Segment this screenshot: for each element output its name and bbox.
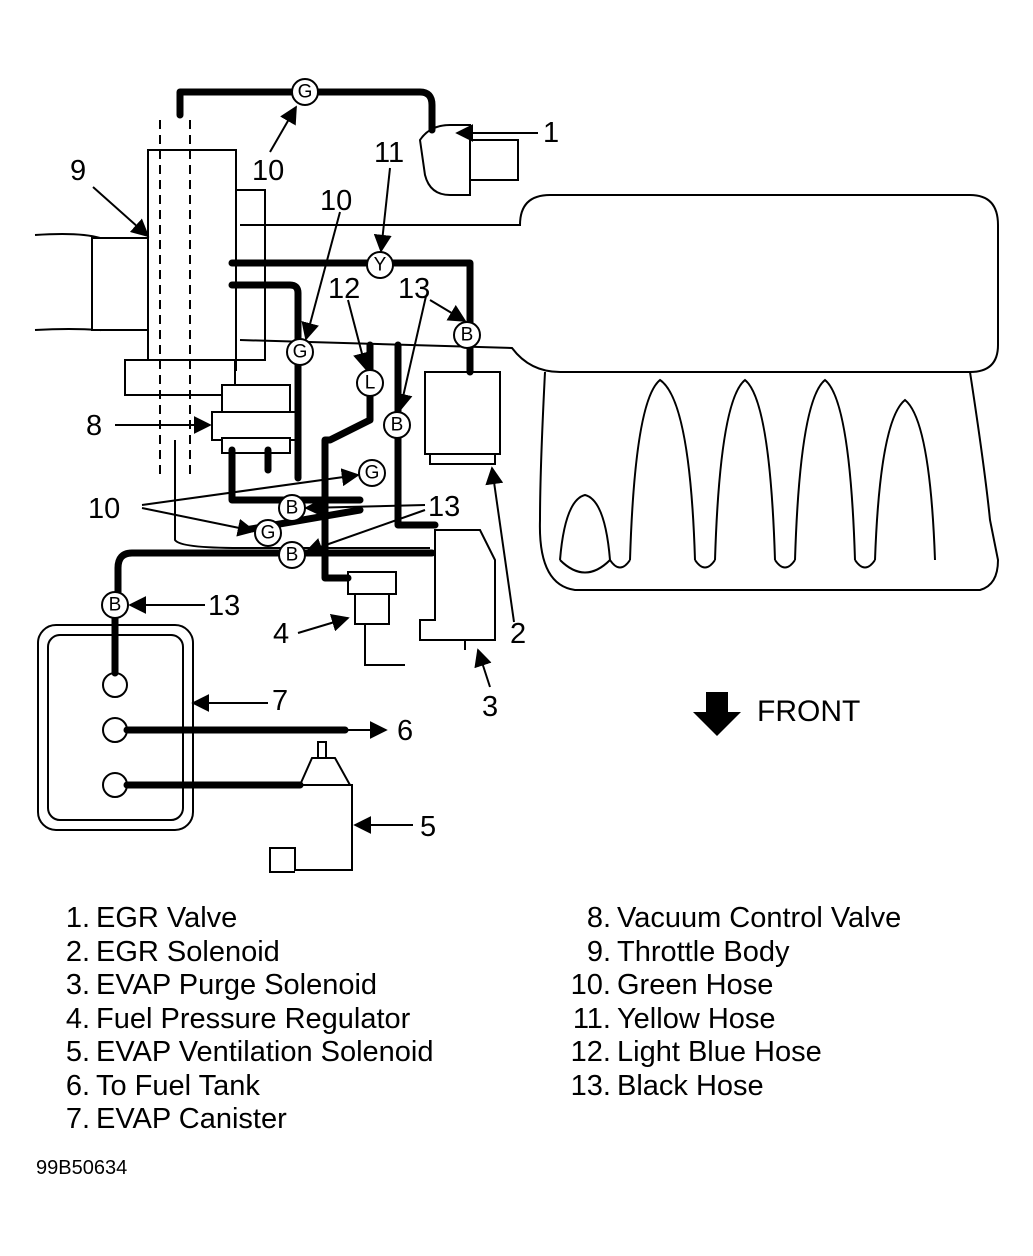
callout-4: 4 (273, 618, 289, 650)
hose-marker-light-blue: L (356, 369, 384, 397)
hose-marker-black: B (453, 321, 481, 349)
evap-ventilation-solenoid (269, 741, 353, 873)
legend-item: 5.EVAP Ventilation Solenoid (65, 1036, 434, 1068)
svg-text:B: B (286, 498, 299, 519)
egr-valve (418, 124, 519, 196)
hose-marker-yellow: Y (366, 251, 394, 279)
callout-5: 5 (420, 811, 436, 843)
legend-item: 3.EVAP Purge Solenoid (65, 969, 378, 1001)
legend-item: 10.Green Hose (570, 969, 774, 1001)
callout-3: 3 (482, 691, 498, 723)
legend-right: 8.Vacuum Control Valve 9.Throttle Body 1… (563, 902, 902, 1103)
callout-2: 2 (510, 618, 526, 650)
egr-solenoid (424, 371, 501, 465)
svg-text:G: G (298, 82, 313, 103)
hose-marker-black: B (101, 591, 129, 619)
vacuum-control-valve (211, 384, 301, 454)
arrow-down-icon (693, 692, 741, 736)
callout-1: 1 (543, 117, 559, 149)
callout-11: 11 (374, 137, 404, 169)
hose-marker-green: G (286, 338, 314, 366)
fuel-pressure-regulator (347, 571, 405, 666)
callout-6: 6 (397, 715, 413, 747)
callout-9: 9 (70, 155, 86, 187)
vacuum-hose-diagram: G Y G L B B G B G B B FRONT (34, 78, 1000, 873)
leader-lines (92, 105, 538, 834)
intake-manifold (239, 194, 1000, 591)
hose-marker-black: B (278, 541, 306, 569)
legend-item: 4.Fuel Pressure Regulator (65, 1002, 411, 1035)
evap-purge-solenoid (419, 529, 496, 650)
hose-marker-green: G (254, 519, 282, 547)
legend-item: 8.Vacuum Control Valve (586, 902, 902, 934)
svg-text:G: G (261, 523, 276, 544)
hose-markers: G Y G L B B G B G B B (101, 78, 481, 619)
legend-left: 1.EGR Valve 2.EGR Solenoid 3.EVAP Purge … (56, 902, 434, 1137)
callout-10: 10 (252, 155, 284, 187)
callout-13: 13 (428, 491, 460, 523)
legend-item: 1.EGR Valve (65, 902, 238, 934)
callout-8: 8 (86, 410, 102, 442)
legend-item: 2.EGR Solenoid (65, 935, 280, 968)
svg-text:B: B (391, 415, 404, 436)
svg-text:G: G (293, 342, 308, 363)
callout-10: 10 (88, 493, 120, 525)
svg-text:G: G (365, 463, 380, 484)
callout-10: 10 (320, 185, 352, 217)
front-indicator: FRONT (693, 692, 860, 736)
figure-id: 99B50634 (36, 1157, 128, 1179)
hose-marker-green: G (358, 459, 386, 487)
legend-item: 6.To Fuel Tank (65, 1069, 260, 1102)
svg-text:B: B (109, 595, 122, 616)
hose-marker-black: B (278, 494, 306, 522)
callout-12: 12 (328, 273, 360, 305)
callout-7: 7 (272, 685, 288, 717)
hose-marker-green: G (291, 78, 319, 106)
callouts: 1 9 10 11 10 12 13 8 10 13 13 4 2 3 7 6 … (70, 117, 559, 843)
legend-item: 11.Yellow Hose (572, 1002, 776, 1035)
front-label: FRONT (757, 695, 860, 728)
callout-13: 13 (208, 590, 240, 622)
legend-item: 12.Light Blue Hose (570, 1036, 822, 1068)
legend-item: 7.EVAP Canister (65, 1103, 287, 1135)
throttle-body (34, 120, 430, 549)
legend-item: 9.Throttle Body (586, 935, 790, 968)
svg-text:Y: Y (374, 255, 387, 276)
hose-marker-black: B (383, 411, 411, 439)
svg-text:B: B (461, 325, 474, 346)
svg-text:L: L (365, 373, 376, 394)
legend-item: 13.Black Hose (570, 1069, 764, 1102)
callout-13: 13 (398, 273, 430, 305)
svg-text:B: B (286, 545, 299, 566)
